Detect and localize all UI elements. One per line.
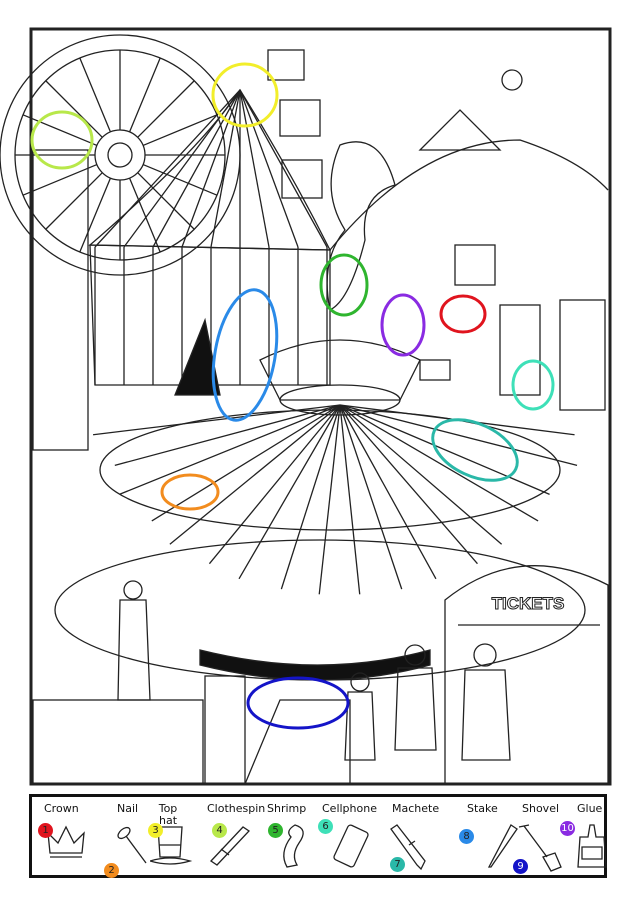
seahorse-statue [326, 141, 396, 311]
legend-item-machete: Machete 7 [32, 797, 604, 877]
legend-item-nail: Nail 2 [32, 797, 604, 878]
hills [329, 139, 609, 251]
legend-label: Cellphone [322, 802, 377, 815]
legend-label: Glue [577, 802, 603, 815]
glue-icon [577, 824, 607, 868]
legend-number-badge: 8 [459, 829, 474, 844]
shrimp-icon [283, 824, 304, 868]
found-circle-glue [380, 293, 426, 357]
found-circle-cellphone [511, 359, 555, 411]
found-circle-machete [431, 418, 519, 482]
legend-number-badge: 3 [148, 823, 163, 838]
legend-label: Machete [392, 802, 440, 815]
legend-label: Shovel [522, 802, 560, 815]
legend-number-badge: 6 [318, 819, 333, 834]
found-circle-top-hat [211, 62, 279, 128]
legend-label: Shrimp [267, 802, 307, 815]
ticket-booth [444, 565, 609, 785]
legend-label: Crown [44, 802, 79, 815]
walkway [244, 699, 351, 785]
found-circle-stake [211, 288, 279, 422]
ferris-wheel [0, 34, 323, 276]
far-tent [418, 109, 502, 151]
scene-frame [29, 27, 612, 786]
shovel-icon [518, 824, 562, 872]
machete-icon [390, 824, 426, 871]
people [117, 580, 511, 761]
found-circle-nail [160, 473, 220, 511]
tower [32, 149, 89, 451]
legend-item-stake: Stake 8 [32, 797, 604, 877]
clothespin-icon [209, 826, 251, 866]
legend-label: Top hat [158, 802, 178, 827]
top-hat-icon [150, 826, 193, 865]
brick-wall [32, 699, 204, 785]
found-circle-clothespin [30, 110, 94, 170]
gate-post [204, 675, 246, 785]
carousel [54, 339, 586, 681]
cellphone-icon [333, 824, 369, 868]
nail-icon [117, 826, 147, 864]
legend-item-shovel: Shovel 9 [32, 797, 604, 877]
tickets-sign: TICKETS [492, 594, 565, 613]
legend-item-crown: Crown 1 [32, 797, 604, 877]
legend-item-clothespin: Clothespin 4 [32, 797, 604, 877]
legend-number-badge: 4 [212, 823, 227, 838]
legend-label: Stake [467, 802, 498, 815]
legend-number-badge: 5 [268, 823, 283, 838]
found-circle-crown [439, 294, 487, 334]
sun [501, 69, 523, 91]
legend-number-badge: 1 [38, 823, 53, 838]
legend-number-badge: 2 [104, 863, 119, 878]
legend-number-badge: 7 [390, 857, 405, 872]
legend-item-shrimp: Shrimp 5 [32, 797, 604, 877]
legend-label: Nail [117, 802, 139, 815]
legend-item-cellphone: Cellphone 6 [32, 797, 604, 877]
carnival-scene: TICKETS [0, 27, 612, 786]
found-circle-shrimp [319, 253, 369, 317]
found-circle-shovel [246, 676, 350, 730]
legend-label: Clothespin [207, 802, 266, 815]
circus-tent [88, 88, 332, 396]
legend-number-badge: 10 [560, 821, 575, 836]
legend-number-badge: 9 [513, 859, 528, 874]
stake-icon [487, 824, 518, 868]
buildings [419, 244, 606, 411]
